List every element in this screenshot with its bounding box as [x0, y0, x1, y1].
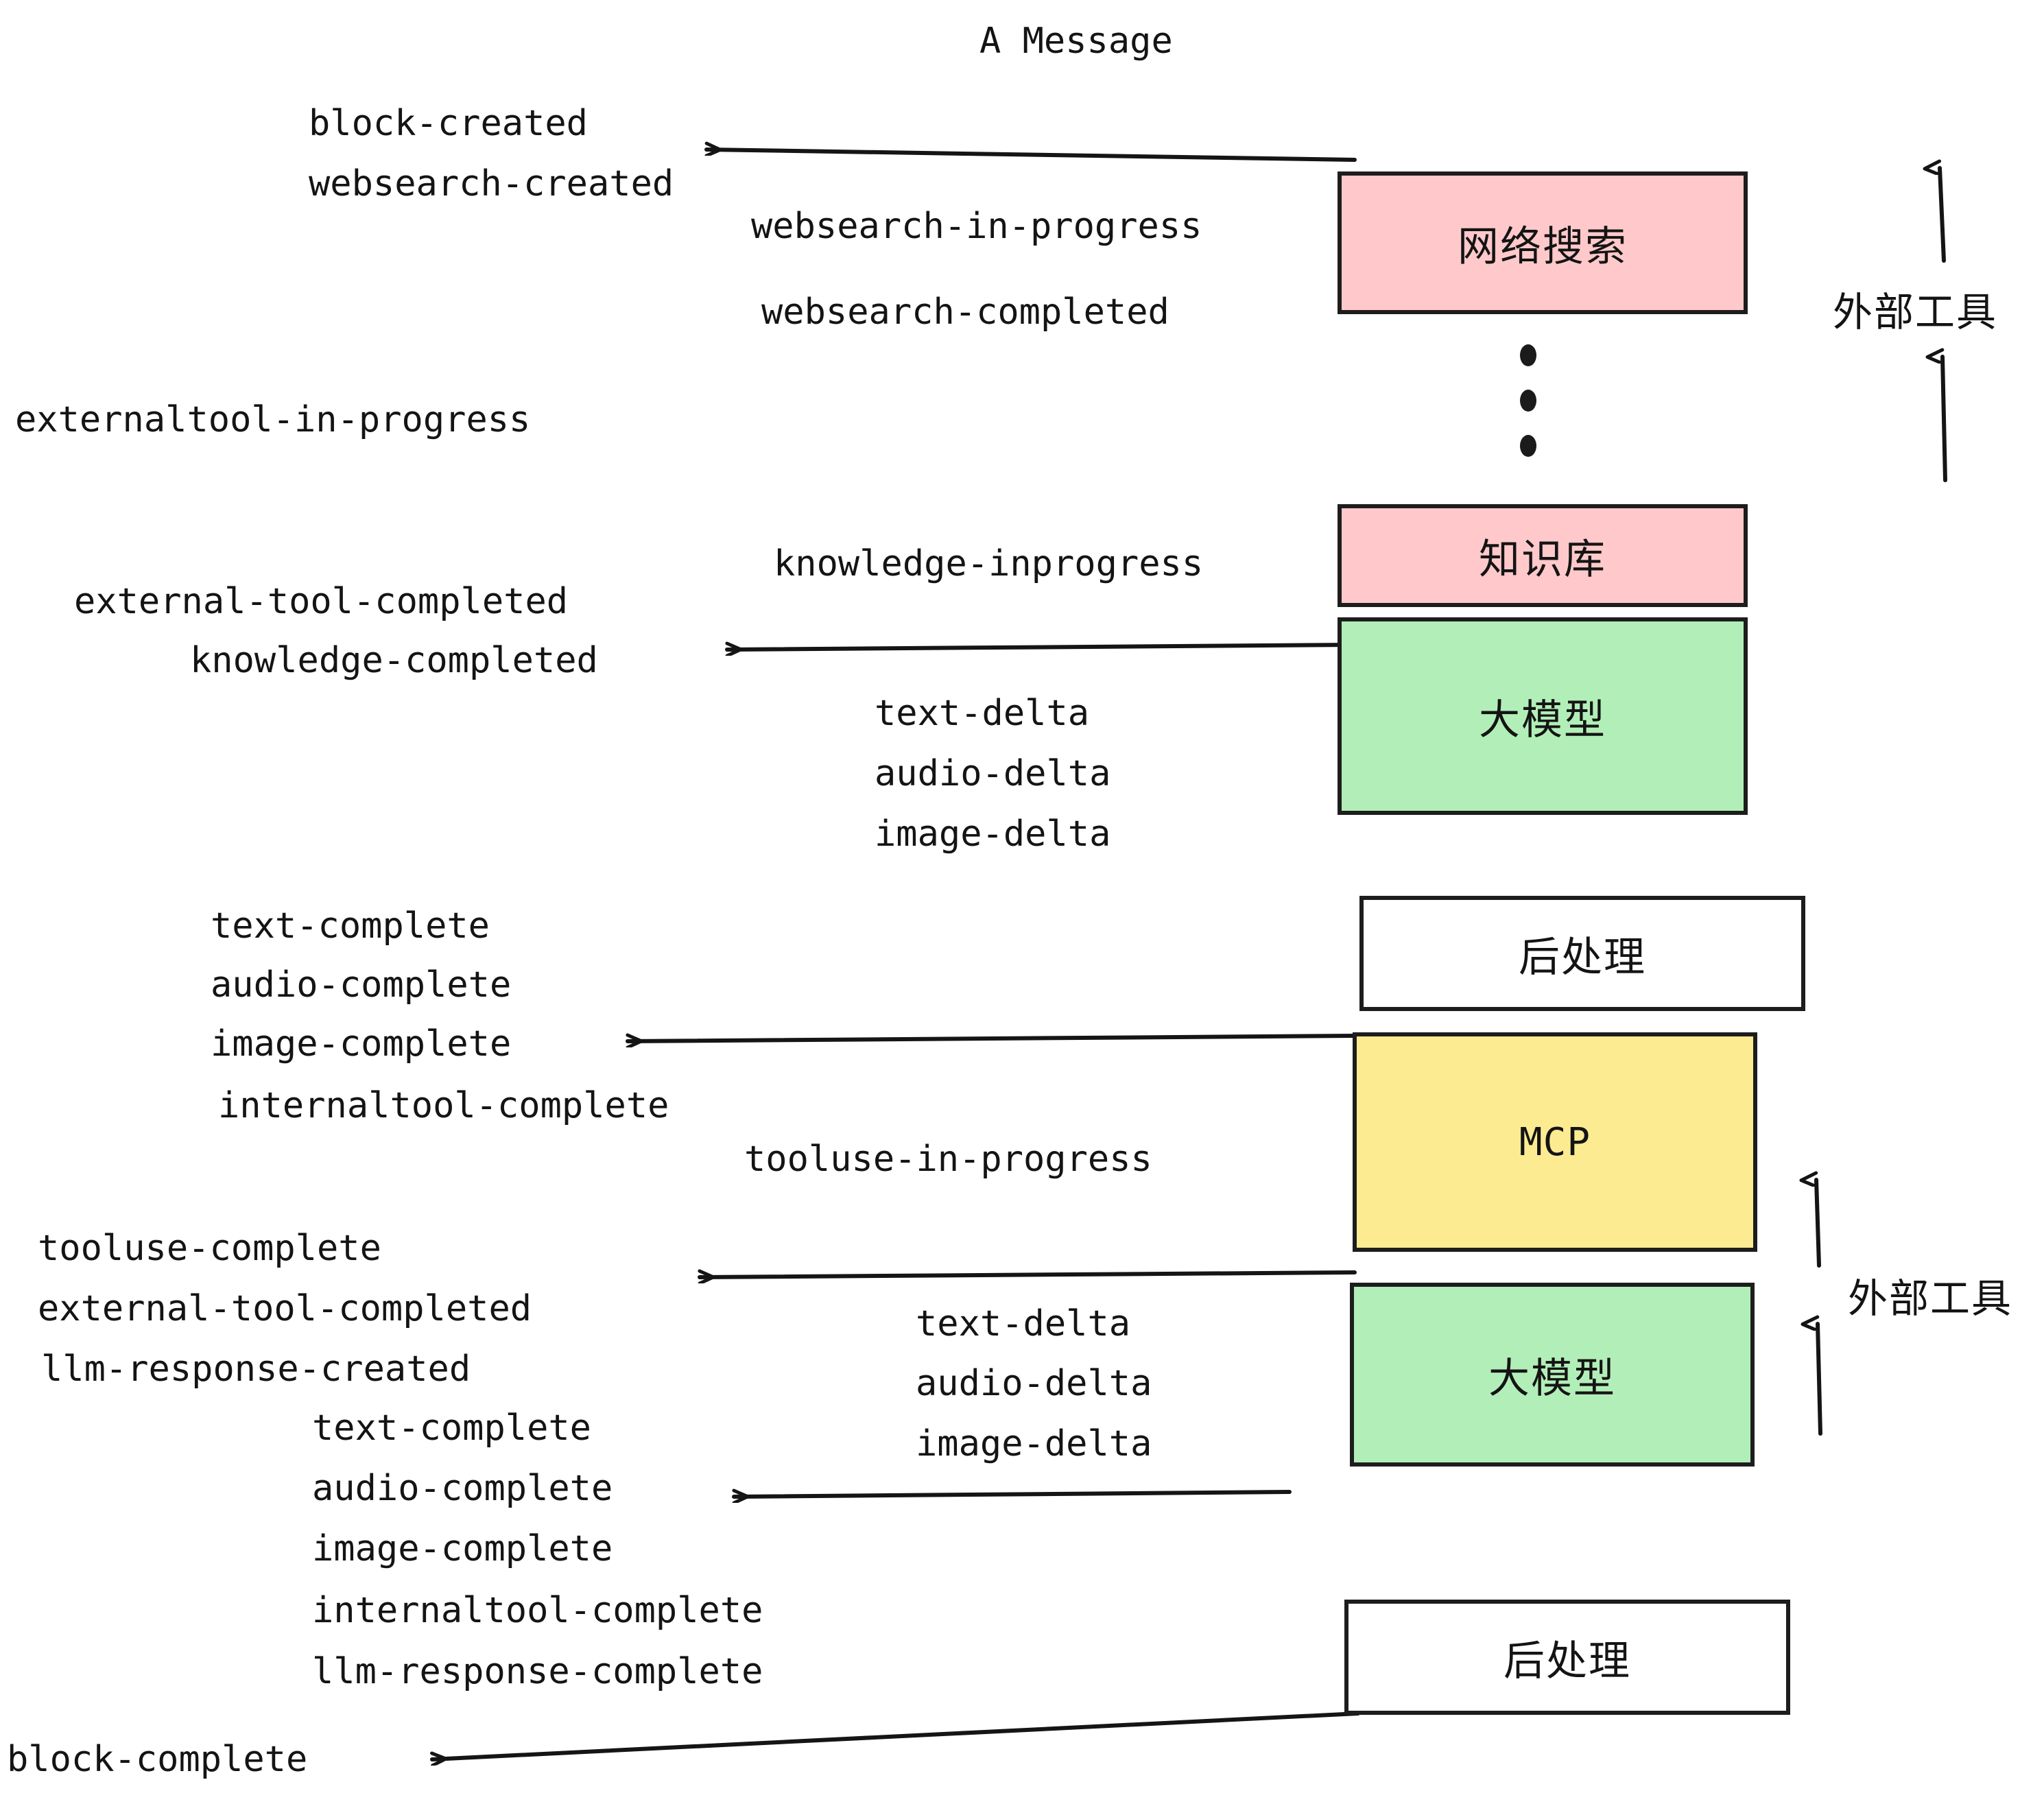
ellipsis-dot — [1520, 344, 1536, 366]
arrow-websearch-to-left — [704, 150, 1357, 162]
node-knowledgebase[interactable]: 知识库 — [1338, 504, 1748, 607]
event-text-complete-1: text-complete — [211, 905, 490, 947]
node-mcp-label: MCP — [1519, 1119, 1591, 1165]
arrow-external-tools-bottom-up — [1816, 1180, 1821, 1268]
event-image-delta-2: image-delta — [916, 1423, 1152, 1464]
ellipsis-dot — [1520, 390, 1536, 412]
arrow-external-tools-bottom-down — [1818, 1324, 1822, 1436]
event-external-tool-completed-2: external-tool-completed — [38, 1288, 532, 1329]
node-websearch-label: 网络搜索 — [1458, 222, 1628, 271]
event-audio-complete-2: audio-complete — [312, 1468, 613, 1509]
arrow-mcp-to-left — [698, 1272, 1357, 1277]
node-postprocess-2[interactable]: 后处理 — [1344, 1600, 1790, 1715]
event-internaltool-complete-1: internaltool-complete — [218, 1085, 669, 1126]
node-llm-2-label: 大模型 — [1488, 1354, 1616, 1403]
node-llm-1-label: 大模型 — [1479, 696, 1606, 744]
event-internaltool-complete-2: internaltool-complete — [312, 1590, 763, 1631]
event-llm-response-complete: llm-response-complete — [312, 1651, 763, 1692]
vertical-ellipsis — [1520, 344, 1536, 457]
external-tools-label-bottom: 外部工具 — [1848, 1275, 2013, 1322]
event-websearch-completed: websearch-completed — [761, 292, 1169, 333]
event-text-delta-2: text-delta — [916, 1303, 1131, 1344]
event-knowledge-inprogress: knowledge-inprogress — [774, 543, 1204, 584]
event-tooluse-in-progress: tooluse-in-progress — [744, 1139, 1152, 1180]
diagram-title: A Message — [979, 21, 1173, 62]
event-tooluse-complete: tooluse-complete — [38, 1228, 381, 1269]
event-image-delta-1: image-delta — [875, 814, 1111, 855]
event-audio-delta-2: audio-delta — [916, 1363, 1152, 1404]
event-block-created: block-created — [309, 103, 588, 144]
node-postprocess-1-label: 后处理 — [1519, 933, 1646, 982]
external-tools-label-top: 外部工具 — [1833, 289, 1998, 335]
event-externaltool-in-progress: externaltool-in-progress — [15, 399, 531, 440]
event-audio-delta-1: audio-delta — [875, 753, 1111, 794]
node-postprocess-2-label: 后处理 — [1504, 1637, 1631, 1685]
arrow-external-tools-top-up — [1940, 168, 1946, 263]
event-websearch-in-progress: websearch-in-progress — [751, 206, 1202, 247]
event-external-tool-completed-1: external-tool-completed — [74, 581, 569, 622]
arrow-llm2-to-left — [732, 1492, 1292, 1497]
event-image-complete-2: image-complete — [312, 1528, 613, 1569]
event-text-delta-1: text-delta — [875, 693, 1090, 734]
node-postprocess-1[interactable]: 后处理 — [1359, 896, 1805, 1011]
arrow-external-tools-top-down — [1942, 357, 1947, 482]
node-mcp[interactable]: MCP — [1353, 1032, 1757, 1252]
arrow-postprocess2-to-left — [430, 1711, 1360, 1759]
event-audio-complete-1: audio-complete — [211, 964, 512, 1006]
event-knowledge-completed: knowledge-completed — [190, 640, 598, 681]
arrow-postprocess1-to-left — [626, 1036, 1357, 1041]
event-llm-response-created: llm-response-created — [41, 1349, 471, 1390]
event-websearch-created: websearch-created — [309, 163, 674, 204]
node-llm-2[interactable]: 大模型 — [1350, 1283, 1755, 1467]
ellipsis-dot — [1520, 435, 1536, 457]
event-image-complete-1: image-complete — [211, 1023, 512, 1065]
node-llm-1[interactable]: 大模型 — [1338, 617, 1748, 815]
event-text-complete-2: text-complete — [312, 1408, 591, 1449]
node-knowledgebase-label: 知识库 — [1479, 535, 1606, 584]
node-websearch[interactable]: 网络搜索 — [1338, 171, 1748, 314]
event-block-complete: block-complete — [7, 1739, 308, 1780]
arrow-knowledge-to-left — [725, 645, 1357, 650]
